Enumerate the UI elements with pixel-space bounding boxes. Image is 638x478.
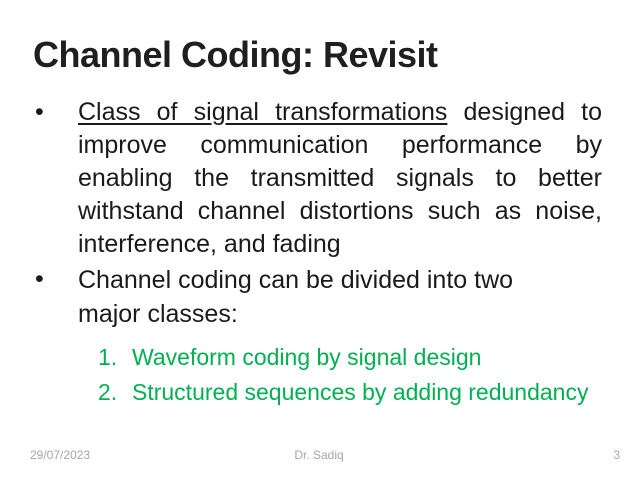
bullet1-underlined-text: Class of signal transformations: [78, 98, 448, 126]
page-title: Channel Coding: Revisit: [33, 34, 438, 75]
item-label: Structured sequences by adding redundanc…: [132, 379, 589, 405]
slide-footer: 29/07/2023 Dr. Sadiq 3: [0, 446, 638, 464]
item-label: Waveform coding by signal design: [132, 344, 482, 370]
numbered-item-1: 1. Waveform coding by signal design: [98, 340, 602, 375]
bullet1-rest-text: designed to improve communication perfor…: [78, 98, 602, 258]
bullet2-text: Channel coding can be divided into two m…: [78, 266, 514, 328]
footer-author: Dr. Sadiq: [294, 448, 344, 462]
numbered-list: 1. Waveform coding by signal design 2. S…: [98, 340, 602, 410]
item-number: 2.: [98, 379, 118, 405]
bullet-icon: •: [35, 265, 44, 293]
bullet-icon: •: [35, 98, 44, 126]
item-number: 1.: [98, 344, 118, 370]
bullet1-paragraph: Class of signal transformations designed…: [78, 96, 602, 261]
numbered-item-2: 2. Structured sequences by adding redund…: [98, 375, 602, 410]
bullet-item-2: • Channel coding can be divided into two…: [35, 263, 602, 331]
footer-date: 29/07/2023: [30, 448, 91, 462]
slide-body: • Class of signal transformations design…: [35, 96, 602, 410]
bullet-item-1: • Class of signal transformations design…: [35, 96, 602, 261]
footer-page-number: 3: [613, 448, 620, 462]
